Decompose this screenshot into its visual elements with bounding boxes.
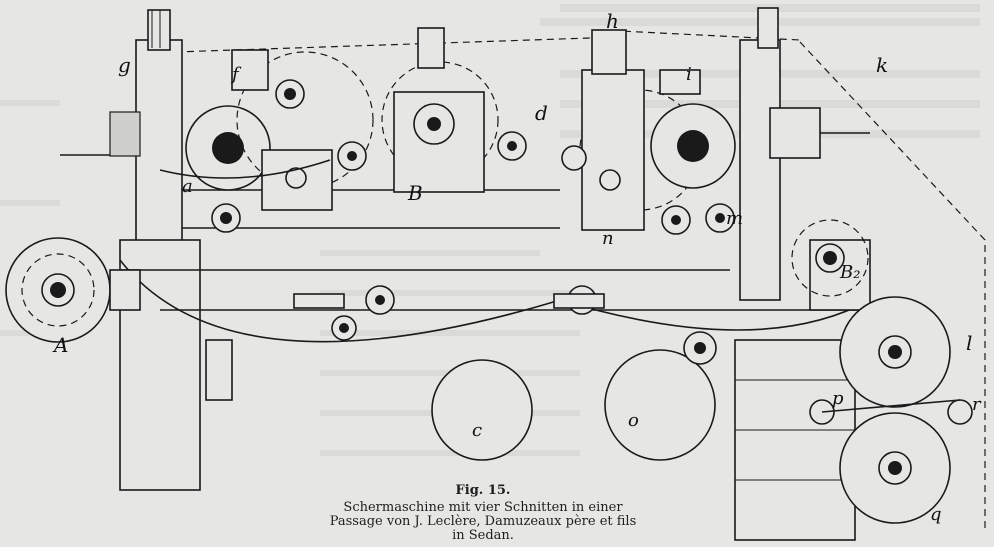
right-cutter-cylinder — [561, 29, 736, 235]
part-labels: g f h i k d B a m n B₂ A c o l p r q — [52, 9, 982, 525]
right-frame — [734, 7, 871, 541]
label-d: d — [535, 101, 548, 125]
label-a: a — [182, 176, 193, 197]
label-b2: B₂ — [839, 262, 860, 283]
label-m: m — [726, 208, 743, 229]
label-o: o — [628, 410, 639, 431]
label-r: r — [972, 394, 982, 415]
caption-line-3: in Sedan. — [452, 528, 514, 543]
label-i: i — [686, 64, 692, 85]
left-cutter-cylinder — [159, 49, 374, 233]
caption-line-1: Schermaschine mit vier Schnitten in eine… — [343, 500, 623, 515]
right-rollers — [683, 219, 973, 524]
roller-a — [5, 237, 141, 343]
label-b: B — [407, 181, 423, 205]
caption-line-2: Passage von J. Leclère, Damuzeaux père e… — [329, 514, 637, 529]
label-h: h — [606, 9, 619, 33]
label-g: g — [118, 53, 131, 77]
label-k: k — [876, 53, 888, 77]
label-q: q — [930, 504, 942, 525]
lower-mechanism — [119, 259, 890, 461]
label-n: n — [602, 228, 614, 249]
label-c: c — [472, 420, 482, 441]
label-l: l — [966, 331, 972, 355]
center-cylinder-b — [381, 27, 527, 193]
label-p: p — [832, 388, 844, 409]
label-a-roller: A — [52, 333, 68, 357]
figure-number: Fig. 15. — [455, 483, 511, 498]
